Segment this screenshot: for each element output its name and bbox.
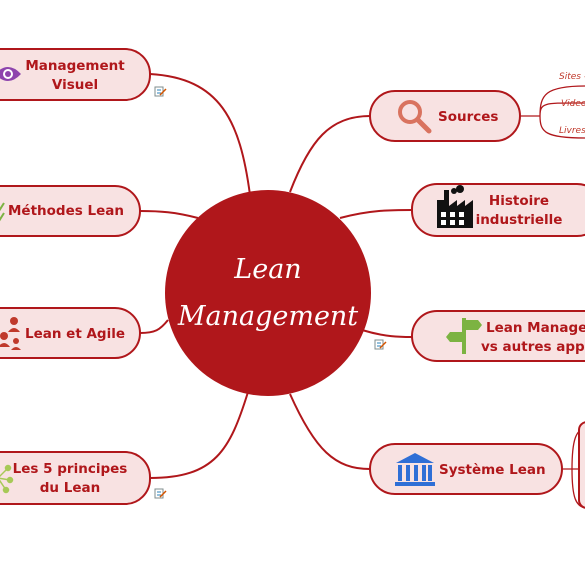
- branch-label-line1: Histoire: [489, 193, 549, 209]
- connector-management-visuel: [149, 73, 251, 196]
- checklist-icon: [0, 202, 5, 222]
- connector-methodes-lean: [139, 210, 199, 219]
- note-icon[interactable]: [374, 339, 387, 350]
- connector-cinq-principes: [149, 391, 249, 479]
- sources-child-video[interactable]: Video: [561, 99, 585, 109]
- branch-label-line2: industrielle: [476, 212, 563, 228]
- center-node[interactable]: Lean Management: [165, 190, 371, 396]
- branch-label-line2: vs autres appro: [481, 339, 585, 355]
- branch-autres-approches[interactable]: Lean Managem vs autres appro: [411, 310, 585, 362]
- network-icon: [0, 464, 14, 494]
- branch-systeme-lean[interactable]: Système Lean: [369, 443, 563, 495]
- note-icon[interactable]: [154, 86, 167, 97]
- institution-icon: [395, 453, 435, 486]
- connector-lean-agile: [139, 319, 169, 334]
- connector-histoire: [339, 209, 413, 219]
- branch-label: Système Lean: [439, 462, 546, 478]
- signpost-icon: [446, 318, 482, 354]
- connector-systeme-lean: [289, 393, 371, 470]
- eye-icon: [0, 67, 21, 81]
- note-icon[interactable]: [154, 488, 167, 499]
- magnifier-icon: [398, 100, 432, 134]
- connectors: [139, 73, 585, 509]
- branch-management-visuel[interactable]: Management Visuel: [0, 48, 151, 101]
- factory-icon: [437, 185, 473, 228]
- branch-label-line2: du Lean: [40, 480, 100, 496]
- center-title-line1: Lean: [233, 254, 301, 285]
- branch-label: Lean et Agile: [25, 326, 125, 342]
- branch-label-line1: Management: [25, 58, 125, 74]
- team-icon: [0, 317, 21, 350]
- branch-sources[interactable]: Sources: [369, 90, 521, 142]
- connector-systeme-children: [562, 427, 585, 509]
- connector-sources: [289, 115, 371, 193]
- branch-lean-agile[interactable]: Lean et Agile: [0, 307, 141, 359]
- branch-methodes-lean[interactable]: Méthodes Lean: [0, 185, 141, 237]
- sources-child-livres[interactable]: Livres: [559, 126, 585, 136]
- branch-label: Sources: [438, 109, 498, 125]
- connector-sources-children: [520, 85, 585, 139]
- branch-label-line1: Les 5 principes: [13, 461, 128, 477]
- center-title-line2: Management: [177, 301, 358, 332]
- branch-label-line2: Visuel: [52, 77, 98, 93]
- systeme-lean-subnodes[interactable]: [578, 421, 585, 509]
- branch-histoire[interactable]: Histoire industrielle: [411, 183, 585, 237]
- branch-cinq-principes[interactable]: Les 5 principes du Lean: [0, 451, 151, 505]
- sources-child-sites[interactable]: Sites -: [559, 72, 585, 82]
- branch-label: Méthodes Lean: [8, 203, 124, 219]
- branch-label-line1: Lean Managem: [486, 320, 585, 336]
- connector-autres: [361, 329, 413, 338]
